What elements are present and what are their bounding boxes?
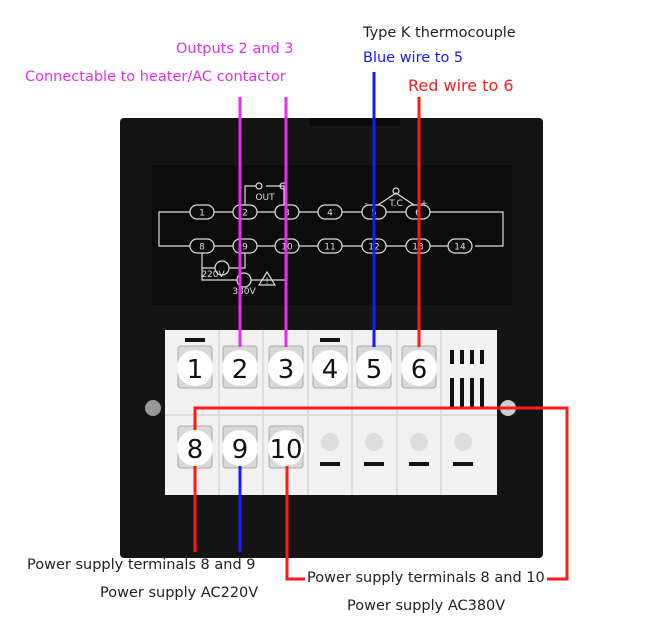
- terminal-screw: [268, 350, 304, 386]
- terminal-number: 2: [232, 355, 249, 385]
- 380v-label: 380V: [232, 287, 256, 297]
- out-label: OUT: [255, 193, 275, 203]
- ps220-description: Power supply AC220V: [100, 585, 259, 601]
- terminal-number: 3: [278, 355, 295, 385]
- wire-red-8-10: [193, 406, 569, 581]
- terminal-screw: [312, 350, 348, 386]
- schematic-terminal-label: 4: [327, 209, 333, 219]
- terminal-screw: [268, 430, 304, 466]
- schematic-terminal-label: 2: [242, 209, 248, 219]
- schematic-terminal-label: 8: [199, 243, 205, 253]
- terminal-number: 10: [269, 435, 302, 465]
- ps220-title: Power supply terminals 8 and 9: [27, 557, 256, 573]
- schematic-terminal: [189, 238, 215, 254]
- terminal-number: 6: [411, 355, 428, 385]
- terminal-screw: [401, 350, 437, 386]
- 220v-label: 220V: [201, 270, 225, 280]
- warning-icon: !: [265, 277, 269, 287]
- ps380-description: Power supply AC380V: [347, 598, 506, 614]
- outputs-title: Outputs 2 and 3: [176, 41, 294, 57]
- thermocouple-title: Type K thermocouple: [363, 25, 516, 41]
- schematic-terminal-label: 9: [242, 243, 248, 253]
- tc-label: T.C: [388, 199, 403, 209]
- red-wire-label: Red wire to 6: [408, 76, 514, 95]
- wires: [193, 72, 569, 581]
- tc-minus-label: -: [364, 199, 367, 209]
- terminal-number: 1: [187, 355, 204, 385]
- terminal-number: 8: [187, 435, 204, 465]
- schematic-terminal: [189, 204, 215, 220]
- terminal-number: 9: [232, 435, 249, 465]
- empty-terminals: [321, 433, 472, 451]
- vent-slots: [450, 350, 484, 408]
- terminal-screw: [177, 350, 213, 386]
- screw-icon: [145, 400, 161, 416]
- schematic-terminal-label: 1: [199, 209, 205, 219]
- terminal-screw: [356, 350, 392, 386]
- schematic-terminal: [317, 204, 343, 220]
- outputs-description: Connectable to heater/AC contactor: [25, 69, 286, 85]
- schematic-terminal: [232, 238, 258, 254]
- ps380-title: Power supply terminals 8 and 10: [305, 570, 547, 586]
- terminal-screw: [222, 430, 258, 466]
- schematic-terminal-label: 11: [324, 243, 335, 253]
- terminal-number: 5: [366, 355, 383, 385]
- schematic-terminal: [317, 238, 343, 254]
- schematic-terminal-label: 14: [454, 243, 466, 253]
- schematic-panel: [152, 165, 512, 305]
- schematic-terminal: [447, 238, 473, 254]
- terminal-screw: [177, 430, 213, 466]
- blue-wire-label: Blue wire to 5: [363, 50, 464, 66]
- terminal-number: 4: [322, 355, 339, 385]
- terminal-screw: [222, 350, 258, 386]
- schematic-terminal: [232, 204, 258, 220]
- tc-plus-label: +: [420, 199, 428, 209]
